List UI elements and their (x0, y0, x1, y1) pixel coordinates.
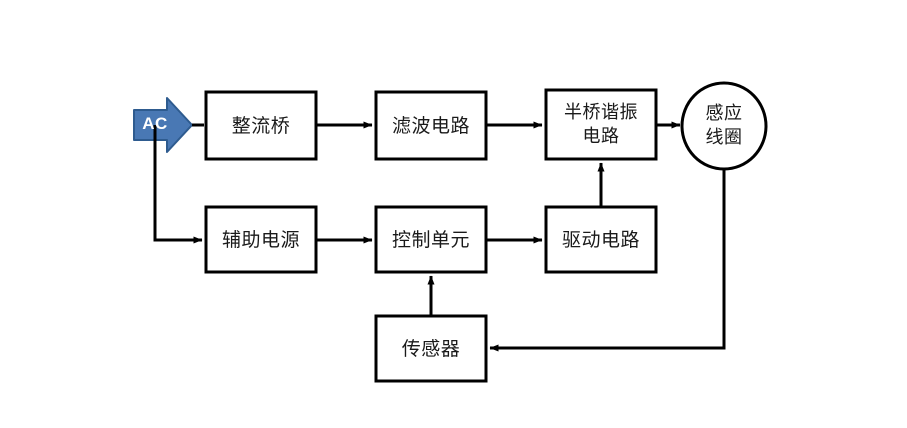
node-drivecircuit-shape[interactable] (544, 205, 658, 274)
connector-ac-to-auxpower (153, 125, 203, 244)
node-halfbridge-shape[interactable] (544, 88, 658, 161)
node-rectifier-shape[interactable] (204, 90, 318, 161)
node-filter-shape[interactable] (374, 90, 488, 161)
ac-source-arrow (133, 97, 193, 153)
node-controlunit-shape[interactable] (374, 205, 488, 274)
connector-coil-to-sensor (489, 169, 726, 352)
node-coil-shape[interactable] (680, 81, 768, 171)
node-auxpower-shape[interactable] (204, 205, 318, 274)
node-sensor-shape[interactable] (374, 314, 488, 383)
